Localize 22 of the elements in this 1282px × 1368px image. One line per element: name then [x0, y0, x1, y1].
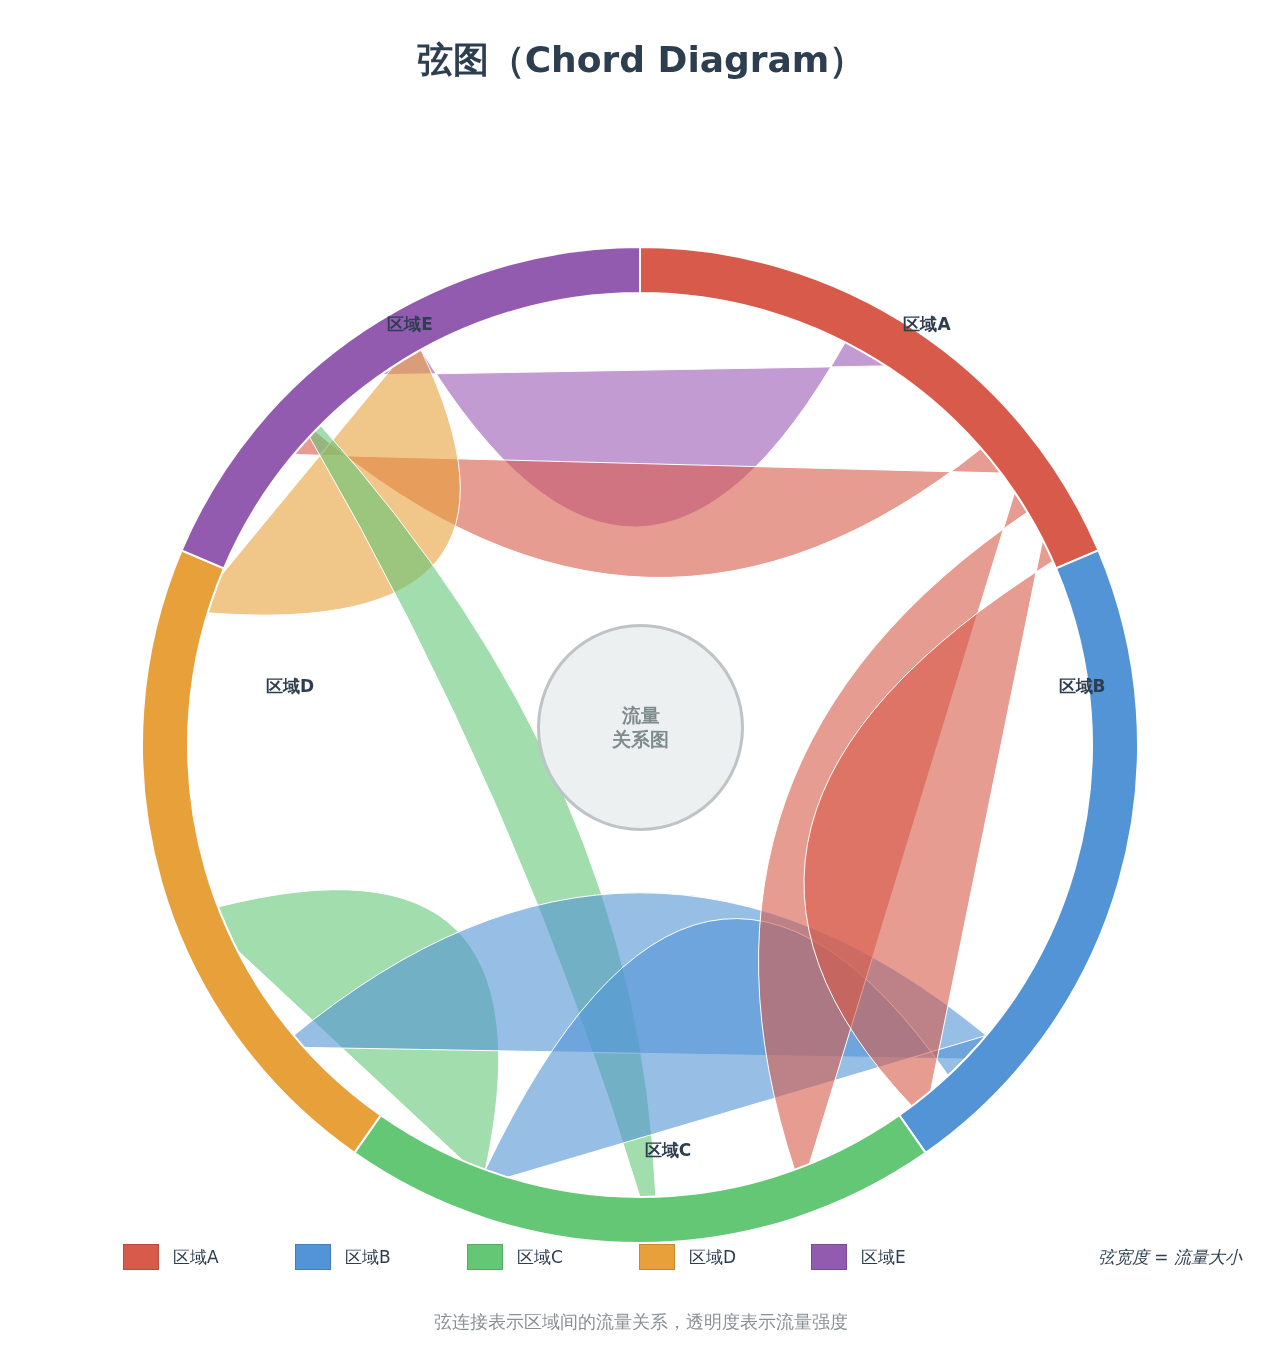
center-label: 流量: [621, 703, 660, 728]
chord-ribbon: [308, 424, 657, 1198]
chord-ribbon: [217, 889, 500, 1171]
region-label: 区域A: [903, 312, 951, 336]
legend-label: 区域A: [173, 1245, 219, 1269]
caption: 弦连接表示区域间的流量关系，透明度表示流量强度: [433, 1310, 849, 1334]
region-label: 区域D: [265, 674, 315, 698]
center-label: 关系图: [612, 727, 669, 752]
chord-ribbon: [803, 539, 1054, 1107]
arc-segment: [179, 245, 642, 571]
chord-ribbon: [758, 491, 1028, 1171]
chart-title: 弦图（Chord Diagram）: [415, 38, 867, 82]
legend-label: 区域E: [861, 1245, 906, 1269]
legend-label: 区域B: [345, 1245, 391, 1269]
legend-label: 区域D: [689, 1245, 737, 1269]
region-label: 区域E: [387, 312, 433, 336]
legend-label: 区域C: [517, 1245, 563, 1269]
legend-note: 弦宽度 = 流量大小: [1097, 1246, 1242, 1269]
region-label: 区域C: [644, 1138, 692, 1162]
arc-segment: [897, 548, 1140, 1155]
chord-ribbon: [484, 918, 987, 1178]
chord-ribbon: [207, 349, 461, 616]
